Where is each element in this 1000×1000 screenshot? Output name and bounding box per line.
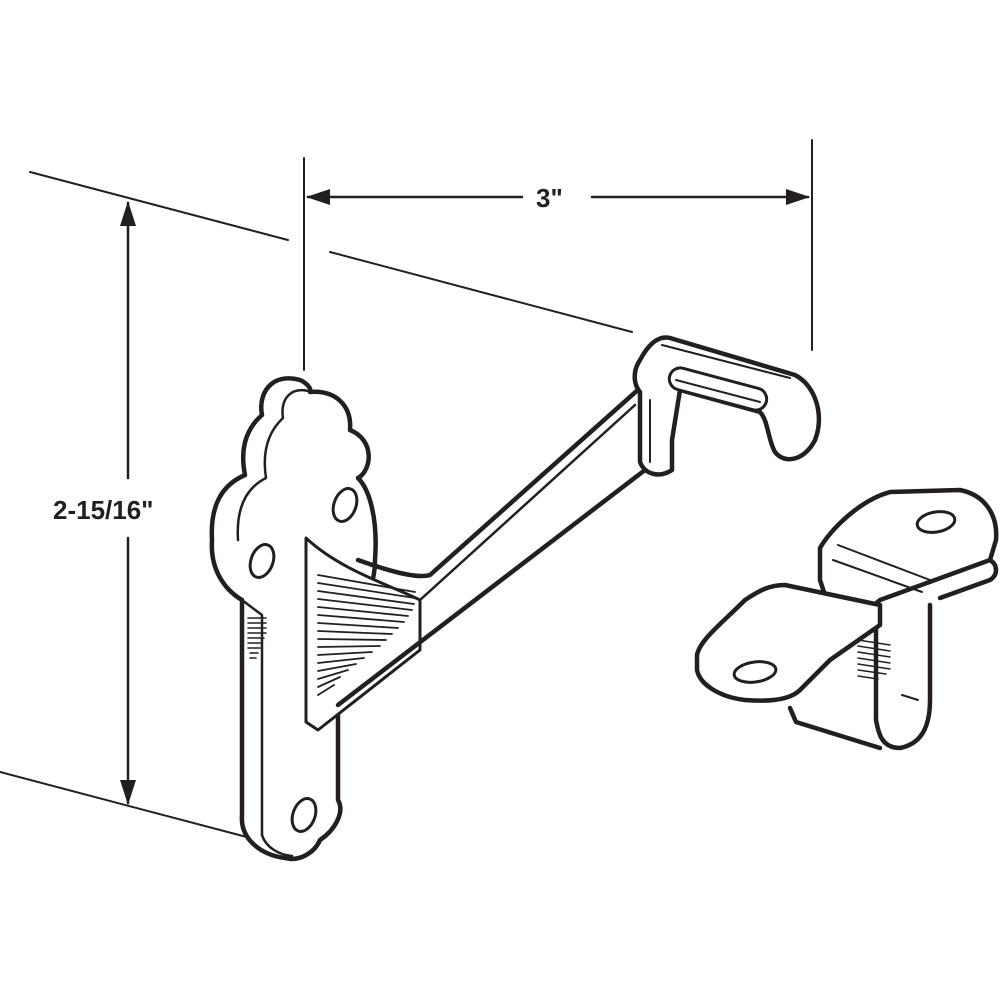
screw-hole-top <box>331 487 359 523</box>
wall-plate-screw-holes <box>248 487 359 833</box>
wall-plate-hatching <box>247 617 267 659</box>
screw-hole-middle <box>248 543 276 579</box>
width-dimension-line <box>306 189 810 205</box>
rail-saddle <box>632 335 822 477</box>
height-dimension-line <box>120 201 136 805</box>
rail-saddle-slot <box>667 366 769 412</box>
clip-hole-front <box>732 660 778 684</box>
clip-hole-back <box>915 510 957 534</box>
width-dimension-label: 3" <box>530 183 569 214</box>
bracket-arm <box>335 385 648 708</box>
extension-lines <box>0 139 813 841</box>
screw-hole-bottom <box>290 797 318 833</box>
rail-clip <box>694 487 999 751</box>
height-dimension-label: 2-15/16" <box>53 493 154 528</box>
arm-gusset <box>304 536 422 732</box>
